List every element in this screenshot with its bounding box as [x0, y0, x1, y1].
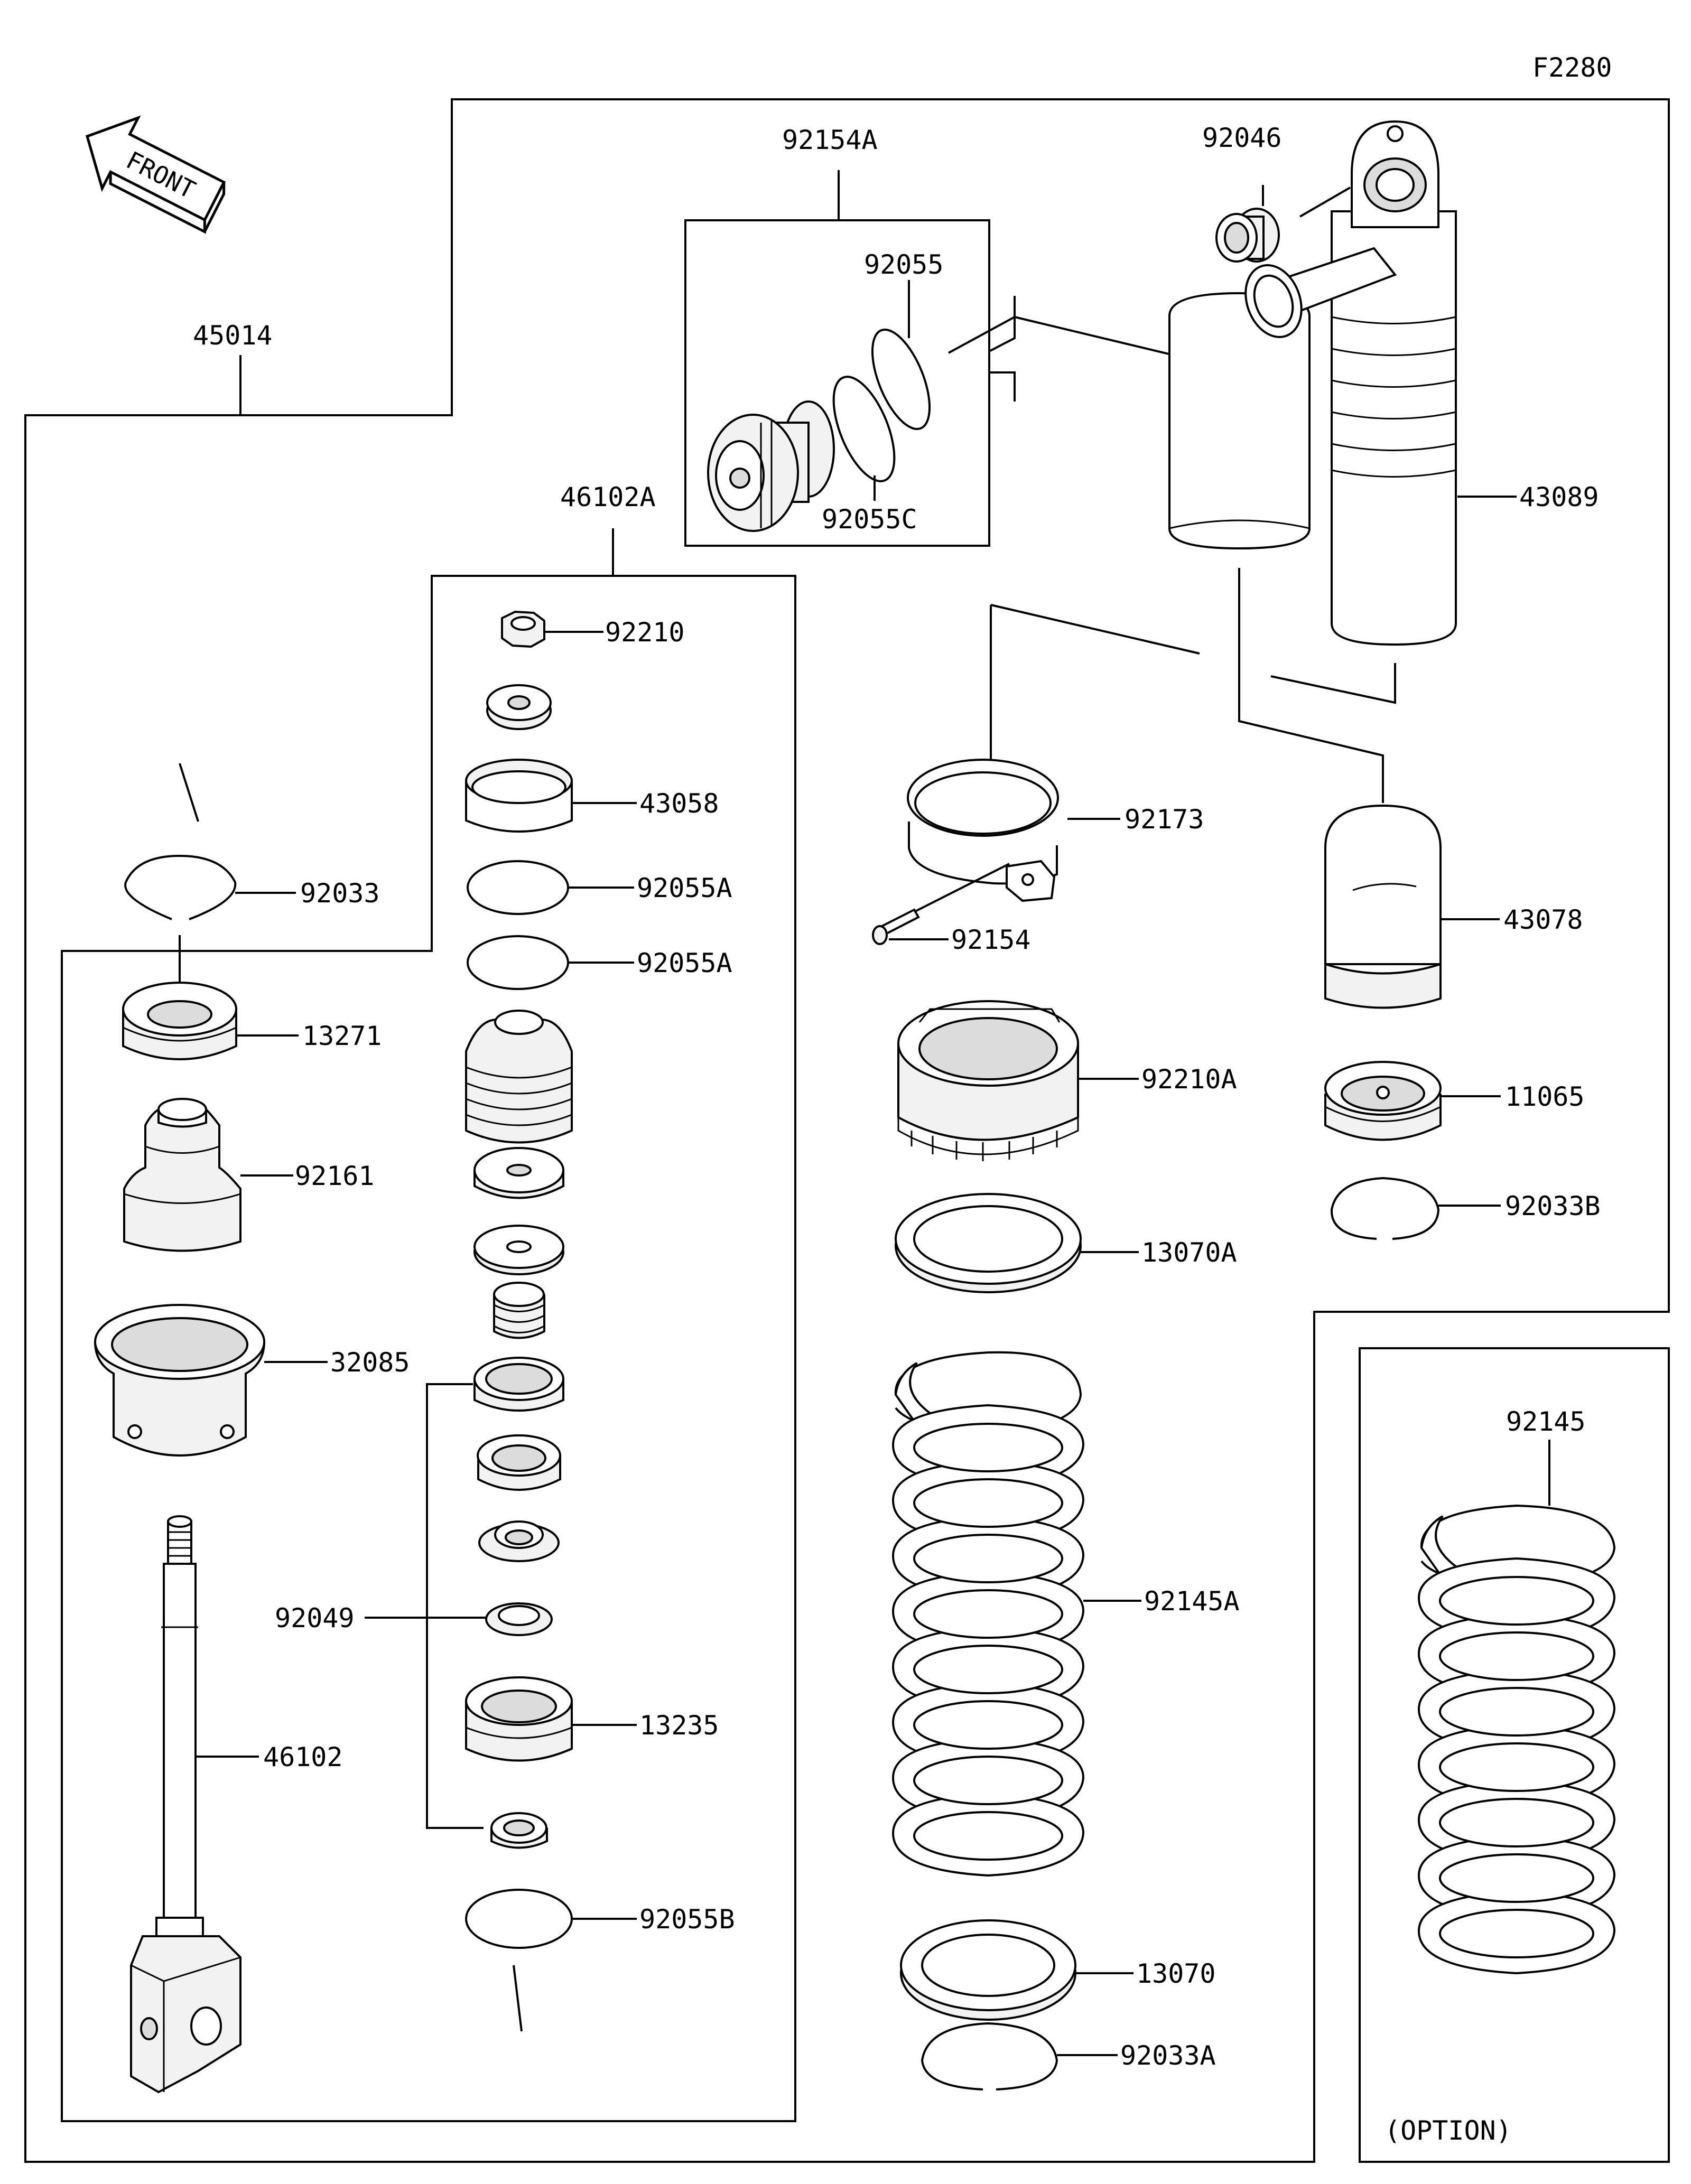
front-arrow-icon: FRONT	[85, 115, 226, 234]
assembly-outline-45014	[24, 98, 1670, 2163]
callout-92055B: 92055B	[639, 1904, 735, 1935]
bearing-92046-part	[1215, 208, 1280, 263]
bladder-43078-part	[1324, 804, 1442, 1009]
callout-43078: 43078	[1503, 904, 1583, 935]
washer-part	[486, 684, 552, 730]
clamp-bolt-92154-part	[872, 908, 920, 945]
callout-92210A: 92210A	[1141, 1064, 1237, 1095]
nut-92210-part	[501, 610, 545, 648]
spring-guide-13070A-part	[895, 1193, 1082, 1293]
spacer-cup-middle-part	[477, 1434, 561, 1491]
spring-92145-part	[1417, 1504, 1616, 1975]
reservoir-cap-11065-part	[1324, 1061, 1442, 1141]
oring-92055A-upper-part	[467, 860, 569, 915]
oring-92055A-lower-part	[467, 935, 569, 990]
bottom-cap-13235-part	[465, 1676, 573, 1762]
callout-92145: 92145	[1506, 1406, 1586, 1437]
shim-stack-upper-part	[473, 1147, 564, 1199]
callout-92046: 92046	[1202, 123, 1282, 153]
callout-45014: 45014	[193, 320, 273, 351]
callout-46102: 46102	[263, 1742, 343, 1772]
piston-rod-46102-part	[130, 1515, 241, 2094]
callout-92033B: 92033B	[1505, 1191, 1601, 1221]
lock-nut-92210A-part	[897, 1000, 1079, 1161]
spring-92145A-part	[891, 1351, 1085, 1877]
callout-92154A: 92154A	[782, 125, 878, 155]
valve-washer-part	[478, 1520, 560, 1562]
callout-92173: 92173	[1125, 804, 1204, 835]
small-spring-part	[493, 1282, 545, 1339]
callout-92049: 92049	[275, 1603, 355, 1634]
callout-92033: 92033	[300, 878, 380, 909]
callout-13235: 13235	[639, 1710, 719, 1741]
circlip-92033A-part	[921, 2022, 1058, 2090]
callout-92055A-upper: 92055A	[637, 873, 732, 903]
shock-body-part	[1168, 120, 1457, 646]
callout-46102A: 46102A	[560, 482, 656, 512]
spring-seat-32085-part	[94, 1304, 265, 1457]
callout-92033A: 92033A	[1120, 2040, 1216, 2071]
clamp-92173-part	[907, 759, 1059, 902]
callout-32085: 32085	[330, 1347, 410, 1378]
callout-43058: 43058	[639, 788, 719, 819]
bump-rubber-92161-part	[123, 1098, 241, 1252]
figure-code: F2280	[1532, 52, 1612, 83]
callout-13070: 13070	[1136, 1958, 1216, 1989]
oring-92055B-part	[465, 1889, 573, 1949]
option-label: (OPTION)	[1385, 2115, 1512, 2146]
bushing-43058-part	[465, 759, 573, 833]
callout-13271: 13271	[302, 1021, 382, 1051]
callout-92055C: 92055C	[822, 504, 917, 535]
callout-92145A: 92145A	[1144, 1586, 1240, 1617]
bump-stop-cup-13271-part	[122, 982, 237, 1060]
callout-11065: 11065	[1505, 1081, 1585, 1112]
seal-92049-part	[485, 1602, 553, 1636]
callout-92055: 92055	[864, 249, 944, 280]
shim-stack-lower-part	[473, 1225, 564, 1275]
option-box	[1359, 1347, 1670, 2163]
oring-92055C-part	[832, 376, 896, 482]
spring-guide-13070-part	[900, 1919, 1076, 2021]
callout-43089: 43089	[1519, 482, 1599, 512]
callout-92154: 92154	[951, 925, 1031, 955]
subassembly-box-92154A	[684, 219, 990, 547]
callout-13070A: 13070A	[1141, 1237, 1237, 1268]
reservoir-valve-part	[707, 400, 835, 532]
spacer-cup-upper-part	[473, 1357, 564, 1412]
circlip-92033B-part	[1330, 1177, 1440, 1240]
callout-92055A-lower: 92055A	[637, 948, 732, 978]
subassembly-box-46102A	[61, 575, 796, 2122]
circlip-92033-part	[124, 854, 237, 920]
callout-92161: 92161	[295, 1161, 375, 1191]
callout-92210: 92210	[605, 617, 685, 648]
small-bushing-part	[490, 1812, 548, 1849]
oring-92055-part	[871, 328, 931, 431]
seal-head-part	[465, 1010, 573, 1144]
